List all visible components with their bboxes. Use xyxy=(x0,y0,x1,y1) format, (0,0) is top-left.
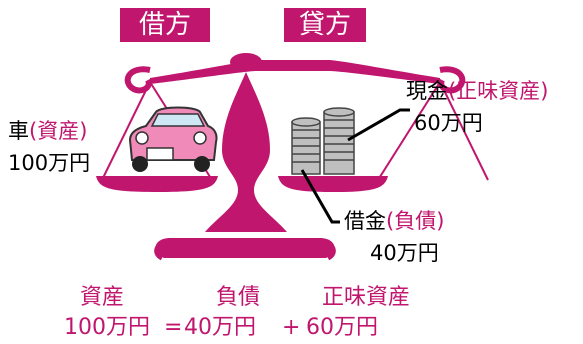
equation-label-equity: 正味資産 xyxy=(322,285,411,310)
debt-category: (負債) xyxy=(386,209,445,233)
coin-stack-right-icon xyxy=(323,107,355,175)
debt-label: 借金(負債) xyxy=(344,208,444,234)
equation-label-assets: 資産 xyxy=(80,285,125,310)
equation-equals: = xyxy=(164,315,183,340)
scale-top-knob xyxy=(230,53,262,71)
base-curl-left xyxy=(154,240,176,261)
equation-plus: + xyxy=(282,315,301,340)
cash-name: 現金 xyxy=(406,79,448,103)
cash-callout-line xyxy=(347,108,410,142)
coin-stack-left-icon xyxy=(291,117,321,175)
debt-callout-line xyxy=(300,169,340,224)
credit-header-label: 貸方 xyxy=(298,10,351,40)
car-category: (資産) xyxy=(29,119,88,143)
equation-label-liabilities: 負債 xyxy=(216,285,261,310)
right-pan xyxy=(278,176,388,192)
credit-header: 貸方 xyxy=(284,8,366,42)
cash-amount: 60万円 xyxy=(414,111,483,135)
scale-beam xyxy=(150,60,440,84)
cash-category: (正味資産) xyxy=(448,79,549,103)
debit-header-label: 借方 xyxy=(138,10,191,40)
scale-column xyxy=(205,72,287,232)
base-curl-right xyxy=(314,240,336,261)
debt-name: 借金 xyxy=(344,209,386,233)
car-icon xyxy=(128,106,218,172)
right-string-1 xyxy=(377,81,441,181)
equation-liabilities-value: 40万円 xyxy=(184,315,256,340)
car-label: 車(資産) xyxy=(8,118,87,144)
left-pan xyxy=(96,176,218,192)
cash-label: 現金(正味資産) xyxy=(406,78,548,104)
scale-base xyxy=(155,238,335,258)
car-name: 車 xyxy=(8,119,29,143)
left-string-1 xyxy=(101,81,151,181)
debit-header: 借方 xyxy=(120,8,210,42)
debt-amount: 40万円 xyxy=(370,241,439,265)
equation-equity-value: 60万円 xyxy=(306,315,378,340)
car-amount: 100万円 xyxy=(8,151,91,175)
right-string-2 xyxy=(439,81,489,181)
equation-assets-value: 100万円 xyxy=(64,315,150,340)
